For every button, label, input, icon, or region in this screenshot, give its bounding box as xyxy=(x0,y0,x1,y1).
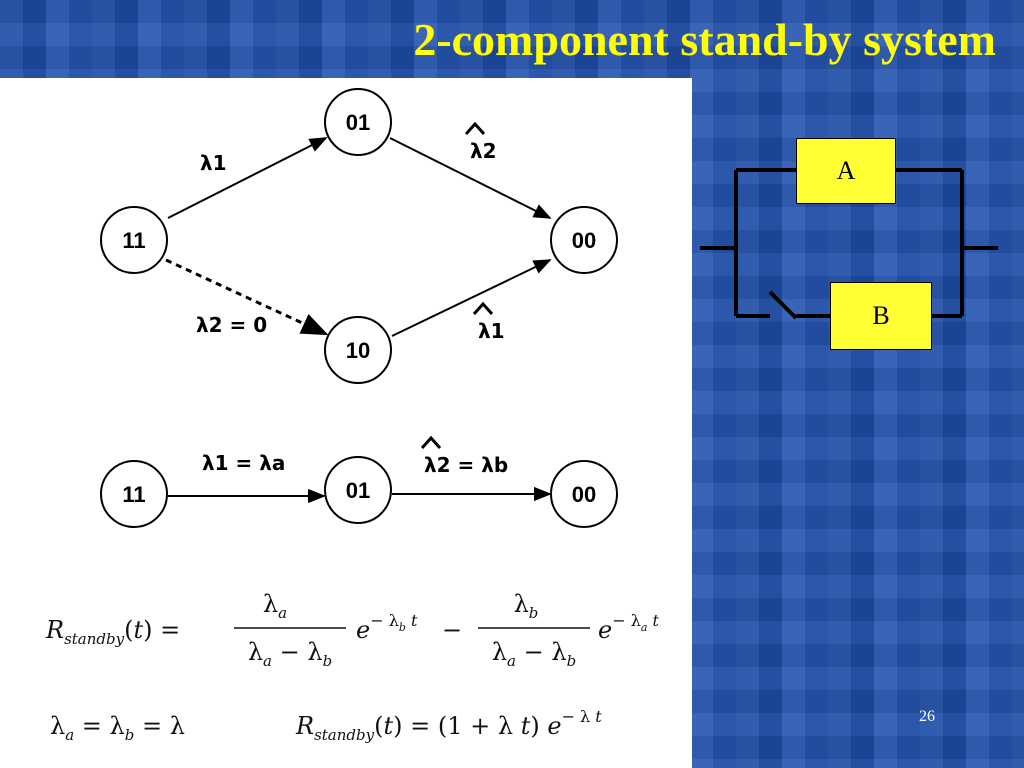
formula-equal-rates: λa = λb = λ xyxy=(50,712,185,744)
edge-10-00 xyxy=(391,259,552,337)
state-node-r-00 xyxy=(550,460,618,528)
edge-11-10 xyxy=(165,258,329,336)
rate-label-11-10: λ2 = 0 xyxy=(196,313,267,337)
svg-text:e− λb t: e− λb t xyxy=(356,611,418,644)
state-node-11 xyxy=(100,206,168,274)
edge-01-00 xyxy=(389,137,552,219)
rate-label-r-2: λ2 = λb xyxy=(424,453,508,477)
rate-label-r-1: λ1 = λa xyxy=(202,451,285,475)
svg-text:Rstandby(t) =: Rstandby(t) = xyxy=(45,616,180,648)
standby-switch-icon xyxy=(768,290,798,320)
svg-text:λa − λb: λa − λb xyxy=(248,638,332,670)
state-label-r-00: 00 xyxy=(572,482,596,507)
svg-text:Rstandby(t) = (1 + λ t) e− λ t: Rstandby(t) = (1 + λ t) e− λ t xyxy=(295,707,602,744)
rate-label-01-00: λ2 xyxy=(470,139,497,163)
svg-text:λa − λb: λa − λb xyxy=(492,638,576,670)
svg-text:−: − xyxy=(442,616,462,644)
state-node-r-11 xyxy=(100,460,168,528)
state-label-10: 10 xyxy=(346,338,370,363)
svg-text:λa = λb = λ: λa = λb = λ xyxy=(50,712,185,744)
slide-title: 2-component stand-by system xyxy=(413,14,996,65)
component-b-box: B xyxy=(830,282,932,350)
state-label-11: 11 xyxy=(122,228,145,253)
content-panel xyxy=(0,78,692,768)
svg-text:e− λa t: e− λa t xyxy=(598,611,659,644)
rate-label-11-01: λ1 xyxy=(200,151,227,175)
rate-label-10-00: λ1 xyxy=(478,319,505,343)
markov-chain-reduced: 11 01 00 λ1 = λa λ2 = λb xyxy=(100,435,618,528)
formula-standby-general: Rstandby(t) = λa λa − λb e− λb t − λb λa… xyxy=(45,590,659,670)
state-node-00 xyxy=(550,206,618,274)
svg-text:λb: λb xyxy=(514,590,539,622)
edge-11-01 xyxy=(167,137,328,219)
state-label-r-01: 01 xyxy=(346,478,370,503)
formula-standby-equal: Rstandby(t) = (1 + λ t) e− λ t xyxy=(295,707,602,744)
state-label-00: 00 xyxy=(572,228,596,253)
hat-icon xyxy=(420,435,442,450)
hat-icon xyxy=(472,301,494,316)
state-label-01: 01 xyxy=(346,110,370,135)
state-label-r-11: 11 xyxy=(122,482,145,507)
component-a-box: A xyxy=(796,138,896,204)
page-number: 26 xyxy=(919,708,935,725)
block-diagram-wiring xyxy=(700,168,998,318)
hat-icon xyxy=(464,121,486,136)
svg-text:λa: λa xyxy=(263,590,287,622)
state-node-10 xyxy=(324,316,392,384)
state-node-01 xyxy=(324,88,392,156)
state-node-r-01 xyxy=(324,456,392,524)
markov-chain-full: 11 01 10 00 λ1 λ2 λ2 = 0 λ1 xyxy=(100,88,618,384)
